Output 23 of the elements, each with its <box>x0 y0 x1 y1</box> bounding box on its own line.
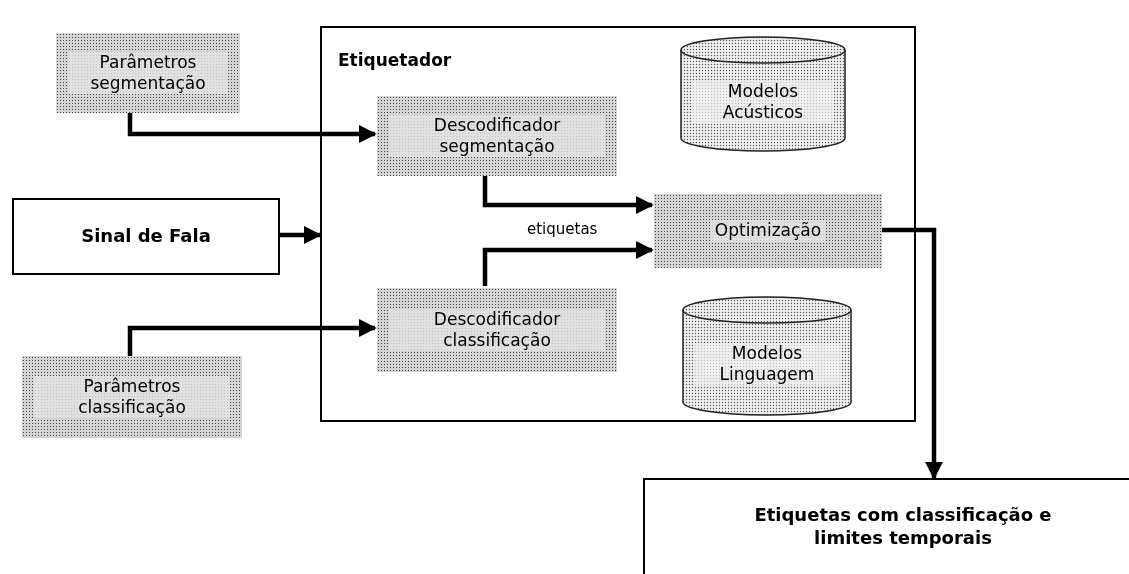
database-label: Modelos Acústicos <box>692 80 834 124</box>
io-box <box>12 198 280 275</box>
node-label: Parâmetros segmentação <box>68 51 228 95</box>
node-label: Optimização <box>710 220 826 242</box>
arrow <box>127 319 377 356</box>
process-box <box>377 288 617 372</box>
arrow <box>127 113 377 143</box>
process-box <box>377 96 617 176</box>
node-label: Descodificador segmentação <box>389 114 605 158</box>
arrow <box>280 226 322 244</box>
node-label: Descodificador classificação <box>389 308 605 352</box>
process-box <box>654 194 882 268</box>
io-box <box>643 478 1129 574</box>
container-box <box>320 26 916 422</box>
arrow <box>482 174 654 214</box>
node-label: Sinal de Fala <box>81 225 211 248</box>
database-label: Modelos Linguagem <box>694 342 840 386</box>
process-box <box>22 356 242 438</box>
process-box <box>56 33 240 113</box>
container-title: Etiquetador <box>338 49 452 72</box>
node-label: Parâmetros classificação <box>34 375 230 419</box>
arrow <box>482 241 654 286</box>
node-label: Etiquetas com classificação e limites temporais <box>753 504 1053 549</box>
